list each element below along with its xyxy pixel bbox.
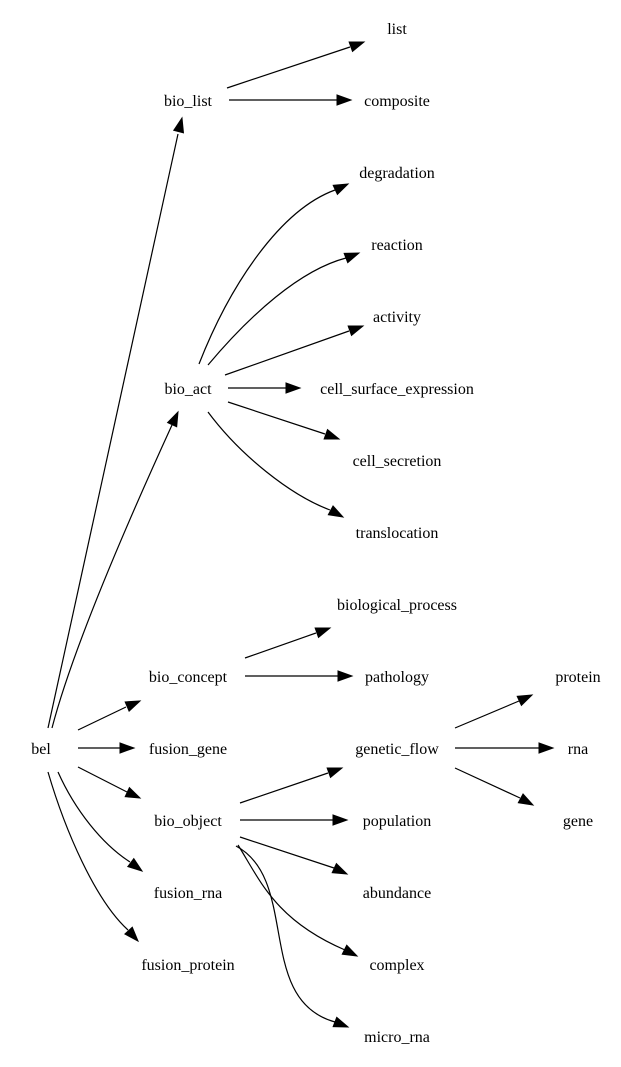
arrowhead-icon (516, 694, 534, 707)
arrowhead-icon (119, 742, 136, 754)
edges-layer (47, 41, 555, 1028)
edge-line (47, 133, 179, 729)
arrowhead-icon (124, 786, 142, 799)
node-fusion-gene: fusion_gene (149, 741, 227, 758)
node-bio-concept: bio_concept (149, 669, 228, 686)
node-cell-secretion: cell_secretion (353, 453, 442, 470)
edge-line (226, 46, 351, 89)
node-translocation: translocation (356, 525, 439, 542)
edge-line (244, 632, 317, 659)
node-fusion-protein: fusion_protein (141, 957, 234, 974)
edge-bel-to-bio-list (47, 116, 185, 729)
node-bio-object: bio_object (154, 813, 222, 830)
node-pathology: pathology (365, 669, 429, 686)
node-abundance: abundance (363, 885, 431, 902)
node-genetic-flow: genetic_flow (355, 741, 439, 758)
edge-bio-act-to-reaction (207, 252, 361, 366)
node-list: list (387, 21, 407, 38)
edge-bio-object-to-abundance (239, 836, 349, 875)
edge-bel-to-bio-concept (77, 700, 142, 731)
node-population: population (363, 813, 431, 830)
arrowhead-icon (341, 944, 359, 957)
node-composite: composite (364, 93, 430, 110)
node-bio-act: bio_act (164, 381, 212, 398)
arrowhead-icon (347, 325, 365, 337)
node-cell-surface-expression: cell_surface_expression (320, 381, 474, 398)
edge-bio-object-to-complex (237, 844, 359, 957)
node-protein: protein (555, 669, 600, 686)
edge-bio-act-to-cell-secretion (227, 401, 341, 440)
arrowhead-icon (166, 410, 179, 428)
edge-bio-object-to-genetic-flow (239, 767, 344, 804)
edge-bio-act-to-degradation (198, 183, 350, 365)
node-complex: complex (369, 957, 424, 974)
edge-line (47, 771, 129, 931)
node-reaction: reaction (371, 237, 423, 254)
node-rna: rna (568, 741, 588, 758)
edge-bel-to-bio-object (77, 766, 142, 799)
node-bel: bel (31, 741, 51, 758)
edge-bel-to-bio-act (51, 410, 179, 729)
arrowhead-icon (326, 767, 344, 779)
arrowhead-icon (331, 862, 349, 875)
edge-line (224, 330, 350, 376)
edge-line (198, 189, 336, 365)
edge-genetic-flow-to-gene (454, 767, 535, 806)
node-fusion-rna: fusion_rna (154, 885, 222, 902)
arrowhead-icon (285, 382, 302, 394)
arrowhead-icon (336, 94, 353, 106)
edge-line (227, 401, 326, 435)
arrowhead-icon (126, 857, 144, 872)
edge-line (454, 700, 520, 729)
node-micro-rna: micro_rna (364, 1029, 430, 1046)
edge-line (207, 257, 347, 366)
arrowhead-icon (343, 252, 361, 264)
edge-line (77, 766, 128, 793)
edge-bio-object-to-population (240, 814, 349, 826)
node-bio-list: bio_list (164, 93, 213, 110)
edge-bio-concept-to-pathology (245, 670, 354, 682)
edge-line (239, 772, 329, 804)
edge-bel-to-fusion-rna (57, 771, 144, 872)
node-degradation: degradation (359, 165, 435, 182)
edge-genetic-flow-to-protein (454, 694, 534, 729)
arrowhead-icon (124, 700, 142, 712)
edge-line (51, 424, 173, 729)
node-activity: activity (373, 309, 421, 326)
edge-bio-list-to-list (226, 41, 366, 89)
edge-bio-concept-to-biological-process (244, 627, 332, 659)
node-biological-process: biological_process (337, 597, 457, 614)
arrowhead-icon (172, 116, 185, 134)
arrowhead-icon (124, 926, 139, 943)
edge-line (454, 767, 521, 799)
edge-bio-list-to-composite (229, 94, 353, 106)
arrowhead-icon (332, 183, 350, 196)
edge-bio-act-to-cell-surface-expression (228, 382, 302, 394)
edge-genetic-flow-to-rna (455, 742, 555, 754)
edge-line (207, 411, 331, 511)
nodes-layer: bel bio_list list composite bio_act degr… (31, 21, 600, 1046)
edge-line (239, 836, 335, 869)
node-gene: gene (563, 813, 593, 830)
edge-line (57, 771, 131, 863)
arrowhead-icon (538, 742, 555, 754)
edge-bio-act-to-activity (224, 325, 365, 376)
edge-line (237, 844, 346, 951)
edge-bel-to-fusion-gene (78, 742, 136, 754)
arrowhead-icon (517, 793, 535, 806)
arrowhead-icon (327, 505, 345, 518)
arrowhead-icon (332, 1016, 350, 1028)
arrowhead-icon (323, 428, 341, 440)
edge-line (235, 845, 336, 1023)
edge-bio-object-to-micro-rna (235, 845, 350, 1028)
edge-line (77, 706, 127, 731)
arrowhead-icon (332, 814, 349, 826)
arrowhead-icon (314, 627, 332, 639)
edge-bio-act-to-translocation (207, 411, 345, 518)
edge-bel-to-fusion-protein (47, 771, 139, 943)
arrowhead-icon (348, 41, 366, 53)
arrowhead-icon (337, 670, 354, 682)
